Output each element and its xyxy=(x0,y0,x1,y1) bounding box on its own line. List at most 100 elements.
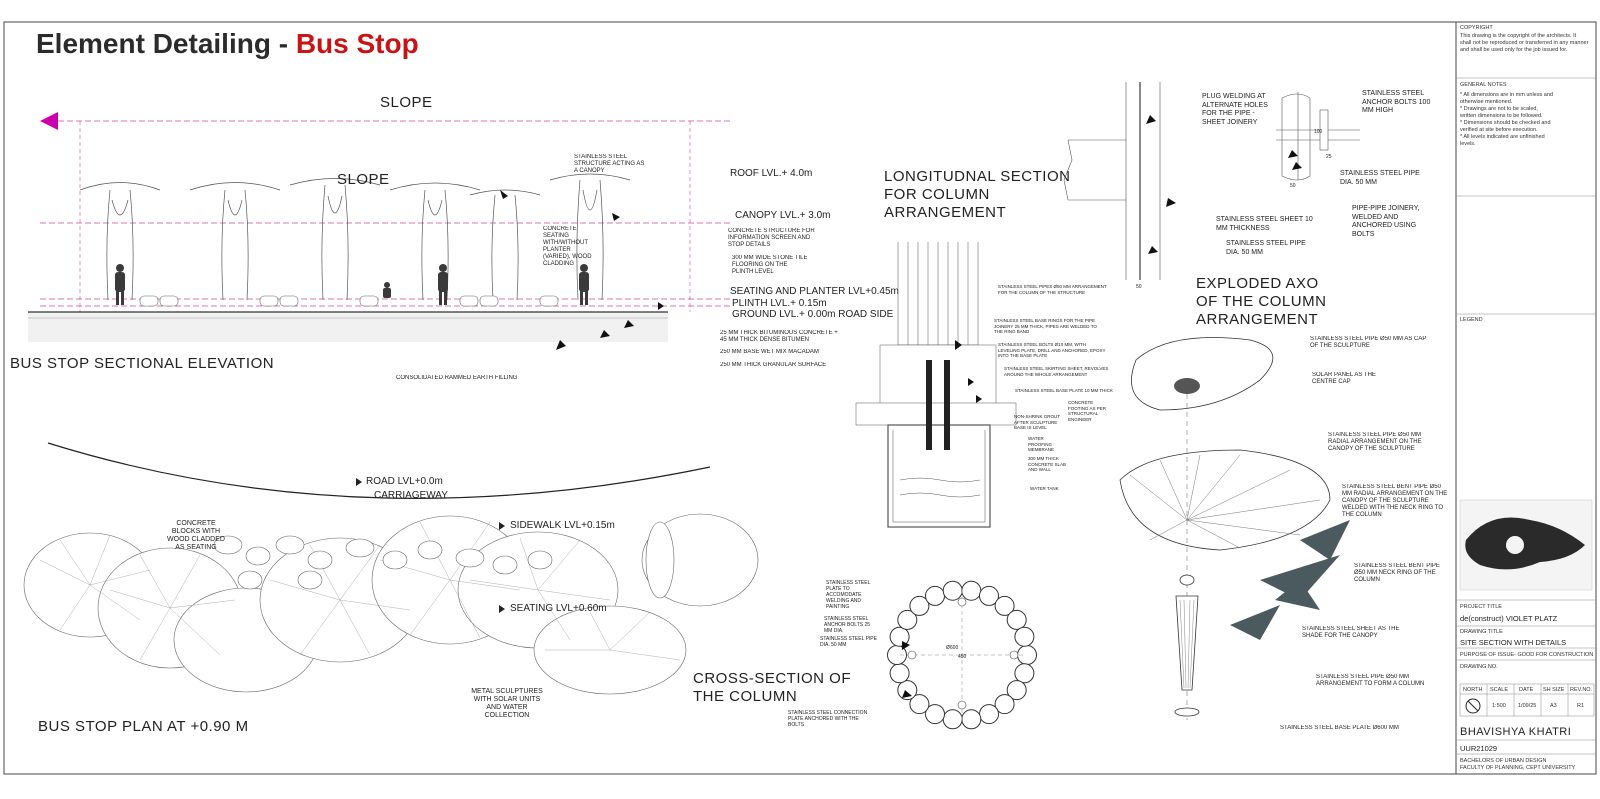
general-note-6: * All levels indicated are unfinished xyxy=(1460,134,1545,140)
col-sheet-size: SH SIZE xyxy=(1543,687,1565,693)
column-pipe xyxy=(889,663,910,684)
dim-50-right: 50 xyxy=(1290,183,1296,189)
dim-50-left: 50 xyxy=(1136,284,1142,290)
axo-note-4: STAINLESS STEEL BENT PIPE Ø50 MM NECK RI… xyxy=(1354,563,1440,583)
cross-heading-1: CROSS-SECTION OF xyxy=(693,670,851,687)
long-note-8: 300 MM THICK CONCRETE SLAB AND WALL xyxy=(1028,456,1066,472)
sheet-border xyxy=(3,21,1597,775)
bus-stop-plan: ROAD LVL+0.0m CARRIAGEWAY SIDEWALK LVL+0… xyxy=(23,442,759,735)
project-title: de(construct) VIOLET PLATZ xyxy=(1460,614,1558,623)
column-pipe xyxy=(897,609,918,630)
sectional-elevation: SLOPE SLOPE ROOF LVL.+ 4.0m CANOPY LVL.+… xyxy=(10,94,899,381)
column-pipe xyxy=(994,694,1015,715)
dim-inner: 450 xyxy=(958,654,967,660)
note-pipe-b: STAINLESS STEEL PIPE DIA. 50 MM xyxy=(1340,170,1420,186)
val-date: 1/09/25 xyxy=(1518,703,1536,709)
title-block: COPYRIGHT This drawing is the copyright … xyxy=(1456,25,1596,771)
column-pipe xyxy=(1006,680,1027,701)
author-id: UUR21029 xyxy=(1460,744,1497,753)
axo-note-0: STAINLESS STEEL PIPE Ø50 MM AS CAP OF TH… xyxy=(1310,336,1427,349)
copyright-heading: COPYRIGHT xyxy=(1460,25,1493,31)
long-note-3: STAINLESS STEEL SKIRTING SHEET, REVOLVES… xyxy=(1004,366,1109,377)
column-pipe xyxy=(909,595,930,616)
axo-note-1: SOLAR PANEL AS THE CENTRE CAP xyxy=(1312,372,1376,385)
seating-level: SEATING AND PLANTER LVL+0.45m xyxy=(730,286,899,297)
school-line-2: FACULTY OF PLANNING, CEPT UNIVERSITY xyxy=(1460,765,1576,771)
axo-heading-3: ARRANGEMENT xyxy=(1196,311,1318,328)
seating-plan-level: SEATING LVL+0.60m xyxy=(510,603,607,614)
slope-arrow-icon xyxy=(40,112,58,130)
note-steel-sheet: STAINLESS STEEL SHEET 10 MM THICKNESS xyxy=(1216,216,1313,232)
note-anchor-bolts: STAINLESS STEEL ANCHOR BOLTS 100 MM HIGH xyxy=(1362,90,1431,114)
north-arrow-icon xyxy=(1465,698,1481,714)
road-level: ROAD LVL+0.0m xyxy=(366,476,443,487)
note-granular: 250 MM THICK GRANULAR SURFACE xyxy=(720,362,827,368)
dim-outer: Ø600 xyxy=(946,645,958,651)
column-pipe xyxy=(909,694,930,715)
drawing-number: DRAWING NO. xyxy=(1460,664,1498,670)
drawing-title: SITE SECTION WITH DETAILS xyxy=(1460,638,1566,647)
note-pipe-joinery: PIPE-PIPE JOINERY, WELDED AND ANCHORED U… xyxy=(1352,205,1420,238)
general-notes-heading: GENERAL NOTES xyxy=(1460,82,1507,88)
note-concrete-seating: CONCRETE SEATING WITH/WITHOUT PLANTER (V… xyxy=(543,226,592,267)
plinth-level: PLINTH LVL.+ 0.15m xyxy=(732,298,827,309)
carriageway-label: CARRIAGEWAY xyxy=(374,490,448,501)
long-heading-2: FOR COLUMN xyxy=(884,186,990,203)
slope-label-mid: SLOPE xyxy=(337,171,390,188)
note-cross-plate: STAINLESS STEEL PLATE TO ACCOMODATE WELD… xyxy=(826,580,871,610)
column-pipe xyxy=(925,585,945,606)
column-cross-section: Ø600 450 CROSS-SECTION OF THE COLUMN STA… xyxy=(693,580,1037,730)
longitudinal-section: LONGITUDNAL SECTION FOR COLUMN ARRANGEME… xyxy=(855,168,1113,528)
project-title-heading: PROJECT TITLE xyxy=(1460,604,1502,610)
dim-100: 100 xyxy=(1314,129,1323,135)
col-north: NORTH xyxy=(1463,687,1482,693)
note-cross-pipe: STAINLESS STEEL PIPE DIA. 50 MM xyxy=(820,636,877,648)
note-steel-canopy: STAINLESS STEEL STRUCTURE ACTING AS A CA… xyxy=(574,154,645,174)
page-title-main: Element Detailing - xyxy=(36,28,296,59)
long-note-1: STAINLESS STEEL BASE RINGS FOR THE PIPE … xyxy=(994,318,1097,334)
page-title: Element Detailing - Bus Stop xyxy=(36,28,419,60)
column-pipe xyxy=(1014,663,1035,684)
key-map xyxy=(1459,499,1593,591)
plan-heading: BUS STOP PLAN AT +0.90 M xyxy=(38,718,249,735)
long-heading-3: ARRANGEMENT xyxy=(884,204,1006,221)
slope-label-top: SLOPE xyxy=(380,94,433,111)
pipe-joinery-detail: 100 25 50 50 PLUG WELDING AT ALTERNATE H… xyxy=(1063,82,1431,290)
cross-heading-2: THE COLUMN xyxy=(693,688,797,705)
col-scale: SCALE xyxy=(1490,687,1508,693)
column-pipe xyxy=(942,580,963,601)
drawing-title-heading: DRAWING TITLE xyxy=(1460,629,1503,635)
ground-level: GROUND LVL.+ 0.00m ROAD SIDE xyxy=(732,309,894,320)
note-metal-sculptures: METAL SCULPTURES WITH SOLAR UNITS AND WA… xyxy=(471,688,543,719)
axo-note-3: STAINLESS STEEL BENT PIPE Ø50 MM RADIAL … xyxy=(1342,484,1448,518)
axo-note-6: STAINLESS STEEL PIPE Ø50 MM ARRANGEMENT … xyxy=(1316,674,1425,687)
axo-note-2: STAINLESS STEEL PIPE Ø50 MM RADIAL ARRAN… xyxy=(1328,432,1422,452)
axo-note-7: STAINLESS STEEL BASE PLATE Ø600 MM xyxy=(1280,725,1399,731)
general-note-1: otherwise mentioned. xyxy=(1460,99,1513,105)
general-note-3: written dimensions to be followed. xyxy=(1459,113,1543,119)
long-note-6: NON-SHRINK GROUT AFTER SCULPTURE BASE IS… xyxy=(1014,414,1060,430)
note-bituminous: 25 MM THICK BITUMINOUS CONCRETE + 45 MM … xyxy=(720,330,838,343)
general-note-5: verified at site before execution. xyxy=(1460,127,1538,133)
column-pipe xyxy=(961,580,982,601)
column-pipe xyxy=(942,709,963,730)
note-stone-tile: 300 MM WIDE STONE TILE FLOORING ON THE P… xyxy=(732,255,808,275)
note-pipe-a: STAINLESS STEEL PIPE DIA. 50 MM xyxy=(1226,240,1306,256)
long-note-2: STAINLESS STEEL BOLTS Ø10 MM, WITH LEVEL… xyxy=(998,342,1106,358)
purpose-of-issue: PURPOSE OF ISSUE- GOOD FOR CONSTRUCTION xyxy=(1460,652,1593,658)
axo-heading-2: OF THE COLUMN xyxy=(1196,293,1326,310)
long-note-5: CONCRETE FOOTING AS PER STRUCTURAL ENGIN… xyxy=(1068,400,1106,422)
note-cross-anchor: STAINLESS STEEL ANCHOR BOLTS 25 MM DIA. xyxy=(824,616,871,634)
long-note-0: STAINLESS STEEL PIPES Ø50 MM ARRANGEMENT… xyxy=(998,284,1107,295)
long-heading-1: LONGITUDNAL SECTION xyxy=(884,168,1070,185)
val-rev: R1 xyxy=(1577,703,1584,709)
column-pipe xyxy=(897,680,918,701)
axo-note-5: STAINLESS STEEL SHEET AS THE SHADE FOR T… xyxy=(1302,626,1400,639)
general-note-7: levels. xyxy=(1460,141,1476,147)
note-macadam: 250 MM BASE WET MIX MACADAM xyxy=(720,349,819,355)
column-pipe xyxy=(1014,626,1035,647)
copyright-line-0: This drawing is the copyright of the arc… xyxy=(1460,33,1577,39)
column-pipe xyxy=(994,595,1015,616)
